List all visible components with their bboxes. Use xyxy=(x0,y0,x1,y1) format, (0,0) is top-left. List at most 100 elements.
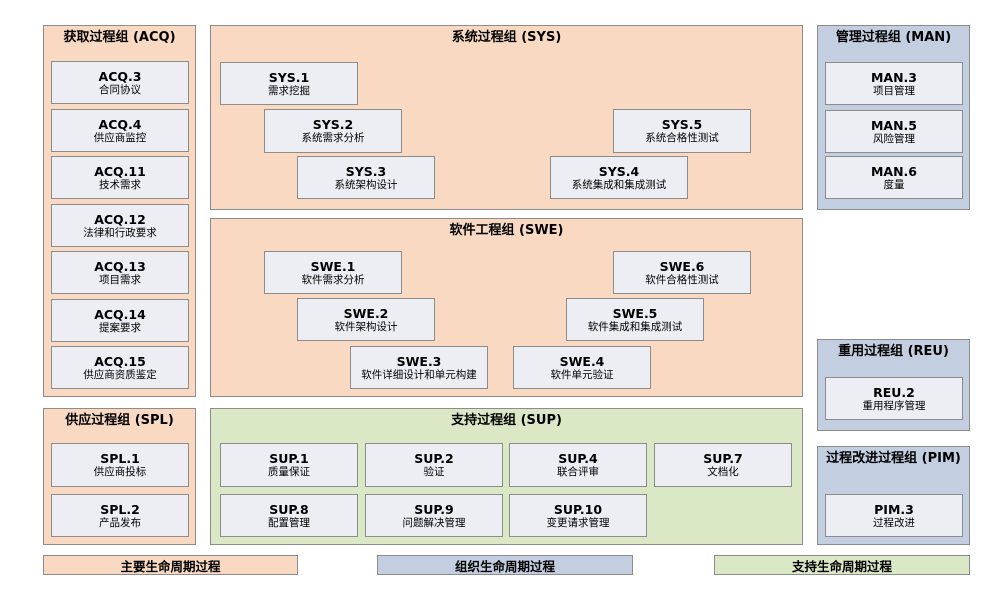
process-name: 系统需求分析 xyxy=(301,132,365,144)
process-sys-4[interactable]: SYS.4 系统集成和集成测试 xyxy=(550,156,688,199)
process-id: SYS.5 xyxy=(661,117,703,132)
process-id: SUP.1 xyxy=(269,451,309,466)
process-reu-2[interactable]: REU.2 重用程序管理 xyxy=(825,377,963,420)
process-id: SPL.2 xyxy=(100,501,140,517)
process-name: 软件需求分析 xyxy=(301,273,365,286)
process-name: 项目需求 xyxy=(99,273,141,286)
spl-group-title: 供应过程组 (SPL) xyxy=(65,413,174,428)
process-name: 需求挖掘 xyxy=(268,84,310,97)
process-id: SUP.10 xyxy=(553,501,603,517)
process-id: SUP.4 xyxy=(558,451,598,466)
process-id: MAN.3 xyxy=(870,69,918,85)
process-name: 软件集成和集成测试 xyxy=(587,320,683,333)
process-id: ACQ.12 xyxy=(94,211,146,227)
process-acq-4[interactable]: ACQ.4 供应商监控 xyxy=(51,109,189,152)
process-sup-1[interactable]: SUP.1 质量保证 xyxy=(220,443,358,487)
process-name: 系统合格性测试 xyxy=(645,132,719,144)
swe-group-title: 软件工程组 (SWE) xyxy=(449,223,564,238)
process-acq-11[interactable]: ACQ.11 技术需求 xyxy=(51,156,189,199)
process-name: 产品发布 xyxy=(99,516,141,529)
process-id: SUP.8 xyxy=(269,501,309,517)
process-id: ACQ.15 xyxy=(94,353,146,369)
process-name: 技术需求 xyxy=(99,178,141,191)
process-name: 度量 xyxy=(883,178,905,191)
acq-group-title: 获取过程组 (ACQ) xyxy=(63,30,176,45)
process-sup-4[interactable]: SUP.4 联合评审 xyxy=(509,443,647,487)
process-swe-3[interactable]: SWE.3 软件详细设计和单元构建 xyxy=(350,346,488,389)
process-man-5[interactable]: MAN.5 风险管理 xyxy=(825,110,963,153)
process-pim-3[interactable]: PIM.3 过程改进 xyxy=(825,494,963,537)
process-name: 联合评审 xyxy=(557,466,599,478)
process-sup-9[interactable]: SUP.9 问题解决管理 xyxy=(365,494,503,537)
process-id: SYS.1 xyxy=(268,69,310,85)
man-group-title: 管理过程组 (MAN) xyxy=(835,30,952,45)
process-name: 系统架构设计 xyxy=(334,178,398,191)
process-name: 重用程序管理 xyxy=(862,399,926,412)
process-sys-5[interactable]: SYS.5 系统合格性测试 xyxy=(613,109,751,153)
reu-group-title: 重用过程组 (REU) xyxy=(838,344,949,359)
process-name: 过程改进 xyxy=(873,516,915,529)
process-sys-3[interactable]: SYS.3 系统架构设计 xyxy=(297,156,435,199)
sys-group-title: 系统过程组 (SYS) xyxy=(451,30,562,45)
process-id: ACQ.11 xyxy=(94,163,146,179)
process-acq-14[interactable]: ACQ.14 提案要求 xyxy=(51,299,189,342)
process-swe-6[interactable]: SWE.6 软件合格性测试 xyxy=(613,251,751,294)
process-man-6[interactable]: MAN.6 度量 xyxy=(825,156,963,199)
process-name: 软件详细设计和单元构建 xyxy=(361,368,477,381)
process-name: 风险管理 xyxy=(873,132,915,145)
process-spl-1[interactable]: SPL.1 供应商投标 xyxy=(51,443,189,487)
process-sup-8[interactable]: SUP.8 配置管理 xyxy=(220,494,358,537)
process-sys-2[interactable]: SYS.2 系统需求分析 xyxy=(264,109,402,153)
process-name: 供应商监控 xyxy=(93,131,147,144)
process-acq-12[interactable]: ACQ.12 法律和行政要求 xyxy=(51,204,189,247)
process-acq-3[interactable]: ACQ.3 合同协议 xyxy=(51,61,189,104)
process-acq-15[interactable]: ACQ.15 供应商资质鉴定 xyxy=(51,346,189,389)
process-swe-2[interactable]: SWE.2 软件架构设计 xyxy=(297,298,435,341)
process-sys-1[interactable]: SYS.1 需求挖掘 xyxy=(220,62,358,105)
process-name: 项目管理 xyxy=(873,84,915,97)
process-name: 变更请求管理 xyxy=(546,516,610,529)
process-name: 供应商投标 xyxy=(93,466,147,478)
process-id: PIM.3 xyxy=(874,501,914,517)
process-id: SWE.5 xyxy=(612,305,658,321)
process-id: SYS.2 xyxy=(312,117,354,132)
process-name: 软件合格性测试 xyxy=(645,273,719,286)
process-id: MAN.6 xyxy=(870,163,918,179)
process-spl-2[interactable]: SPL.2 产品发布 xyxy=(51,494,189,537)
process-id: SWE.2 xyxy=(343,305,389,321)
process-id: MAN.5 xyxy=(870,117,918,133)
process-id: SUP.7 xyxy=(703,451,743,466)
process-name: 验证 xyxy=(423,466,445,478)
process-id: REU.2 xyxy=(873,384,915,400)
process-id: ACQ.4 xyxy=(98,116,142,132)
process-id: SWE.4 xyxy=(559,353,605,369)
process-name: 系统集成和集成测试 xyxy=(571,178,667,191)
process-name: 软件架构设计 xyxy=(334,320,398,333)
process-id: SYS.3 xyxy=(345,163,387,179)
process-sup-7[interactable]: SUP.7 文档化 xyxy=(654,443,792,487)
process-swe-5[interactable]: SWE.5 软件集成和集成测试 xyxy=(566,298,704,341)
process-id: SWE.6 xyxy=(659,258,705,274)
process-name: 文档化 xyxy=(707,466,739,478)
process-sup-2[interactable]: SUP.2 验证 xyxy=(365,443,503,487)
process-swe-1[interactable]: SWE.1 软件需求分析 xyxy=(264,251,402,294)
legend-supporting-lifecycle: 支持生命周期过程 xyxy=(714,555,970,575)
swe-group: 软件工程组 (SWE) xyxy=(210,218,803,397)
process-id: SUP.2 xyxy=(414,451,454,466)
process-name: 合同协议 xyxy=(99,83,141,96)
process-swe-4[interactable]: SWE.4 软件单元验证 xyxy=(513,346,651,389)
process-id: SYS.4 xyxy=(598,163,640,179)
process-name: 提案要求 xyxy=(99,321,141,334)
process-sup-10[interactable]: SUP.10 变更请求管理 xyxy=(509,494,647,537)
process-name: 问题解决管理 xyxy=(402,516,466,529)
process-name: 法律和行政要求 xyxy=(83,226,157,239)
process-id: SPL.1 xyxy=(100,451,140,466)
process-id: SUP.9 xyxy=(414,501,454,517)
process-id: SWE.1 xyxy=(310,258,356,274)
process-id: ACQ.14 xyxy=(94,306,146,322)
process-name: 供应商资质鉴定 xyxy=(83,368,157,381)
process-man-3[interactable]: MAN.3 项目管理 xyxy=(825,62,963,105)
process-acq-13[interactable]: ACQ.13 项目需求 xyxy=(51,251,189,294)
process-name: 配置管理 xyxy=(268,516,310,529)
sup-group-title: 支持过程组 (SUP) xyxy=(451,413,562,428)
